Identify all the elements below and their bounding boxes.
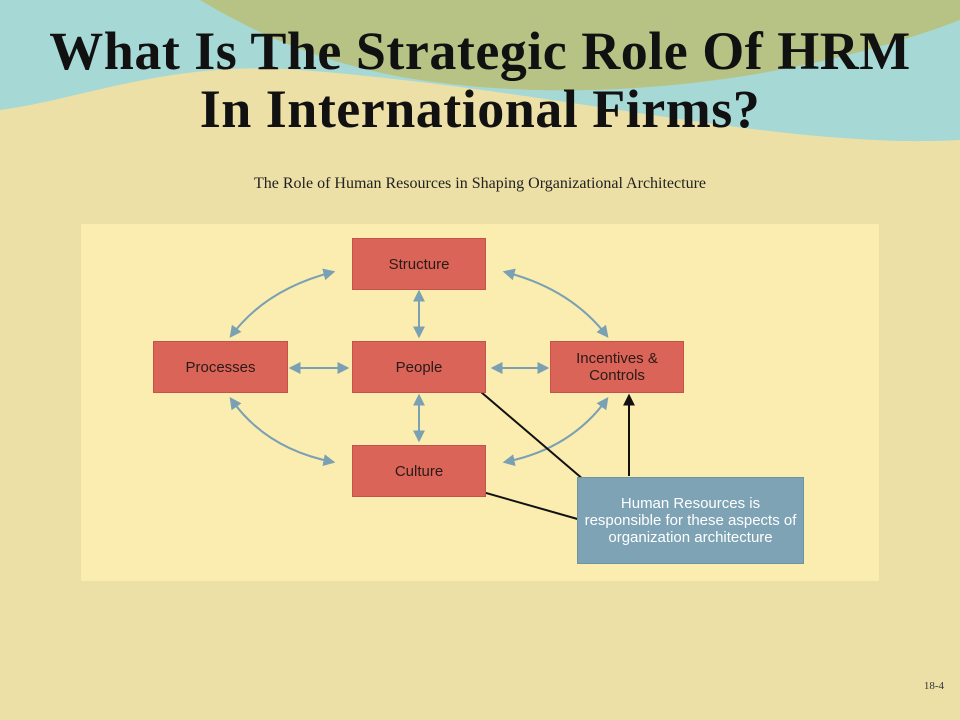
node-culture: Culture: [352, 445, 486, 497]
diagram-arrows: [229, 268, 635, 521]
arc-incentives-culture: [502, 397, 609, 467]
arc-structure-processes: [229, 268, 336, 338]
blue-arrows: [229, 268, 609, 467]
slide-title: What Is The Strategic Role Of HRM In Int…: [49, 21, 911, 139]
arc-processes-culture: [229, 397, 336, 467]
node-people: People: [352, 341, 486, 393]
node-incentives-controls: Incentives & Controls: [550, 341, 684, 393]
node-processes: Processes: [153, 341, 288, 393]
arc-structure-incentives: [502, 268, 609, 338]
node-structure: Structure: [352, 238, 486, 290]
slide-number: 18-4: [923, 680, 944, 692]
arrow-hr-to-people: [465, 378, 592, 487]
slide-subtitle: The Role of Human Resources in Shaping O…: [253, 175, 707, 192]
hr-responsibility-note: Human Resources is responsible for these…: [577, 477, 804, 564]
